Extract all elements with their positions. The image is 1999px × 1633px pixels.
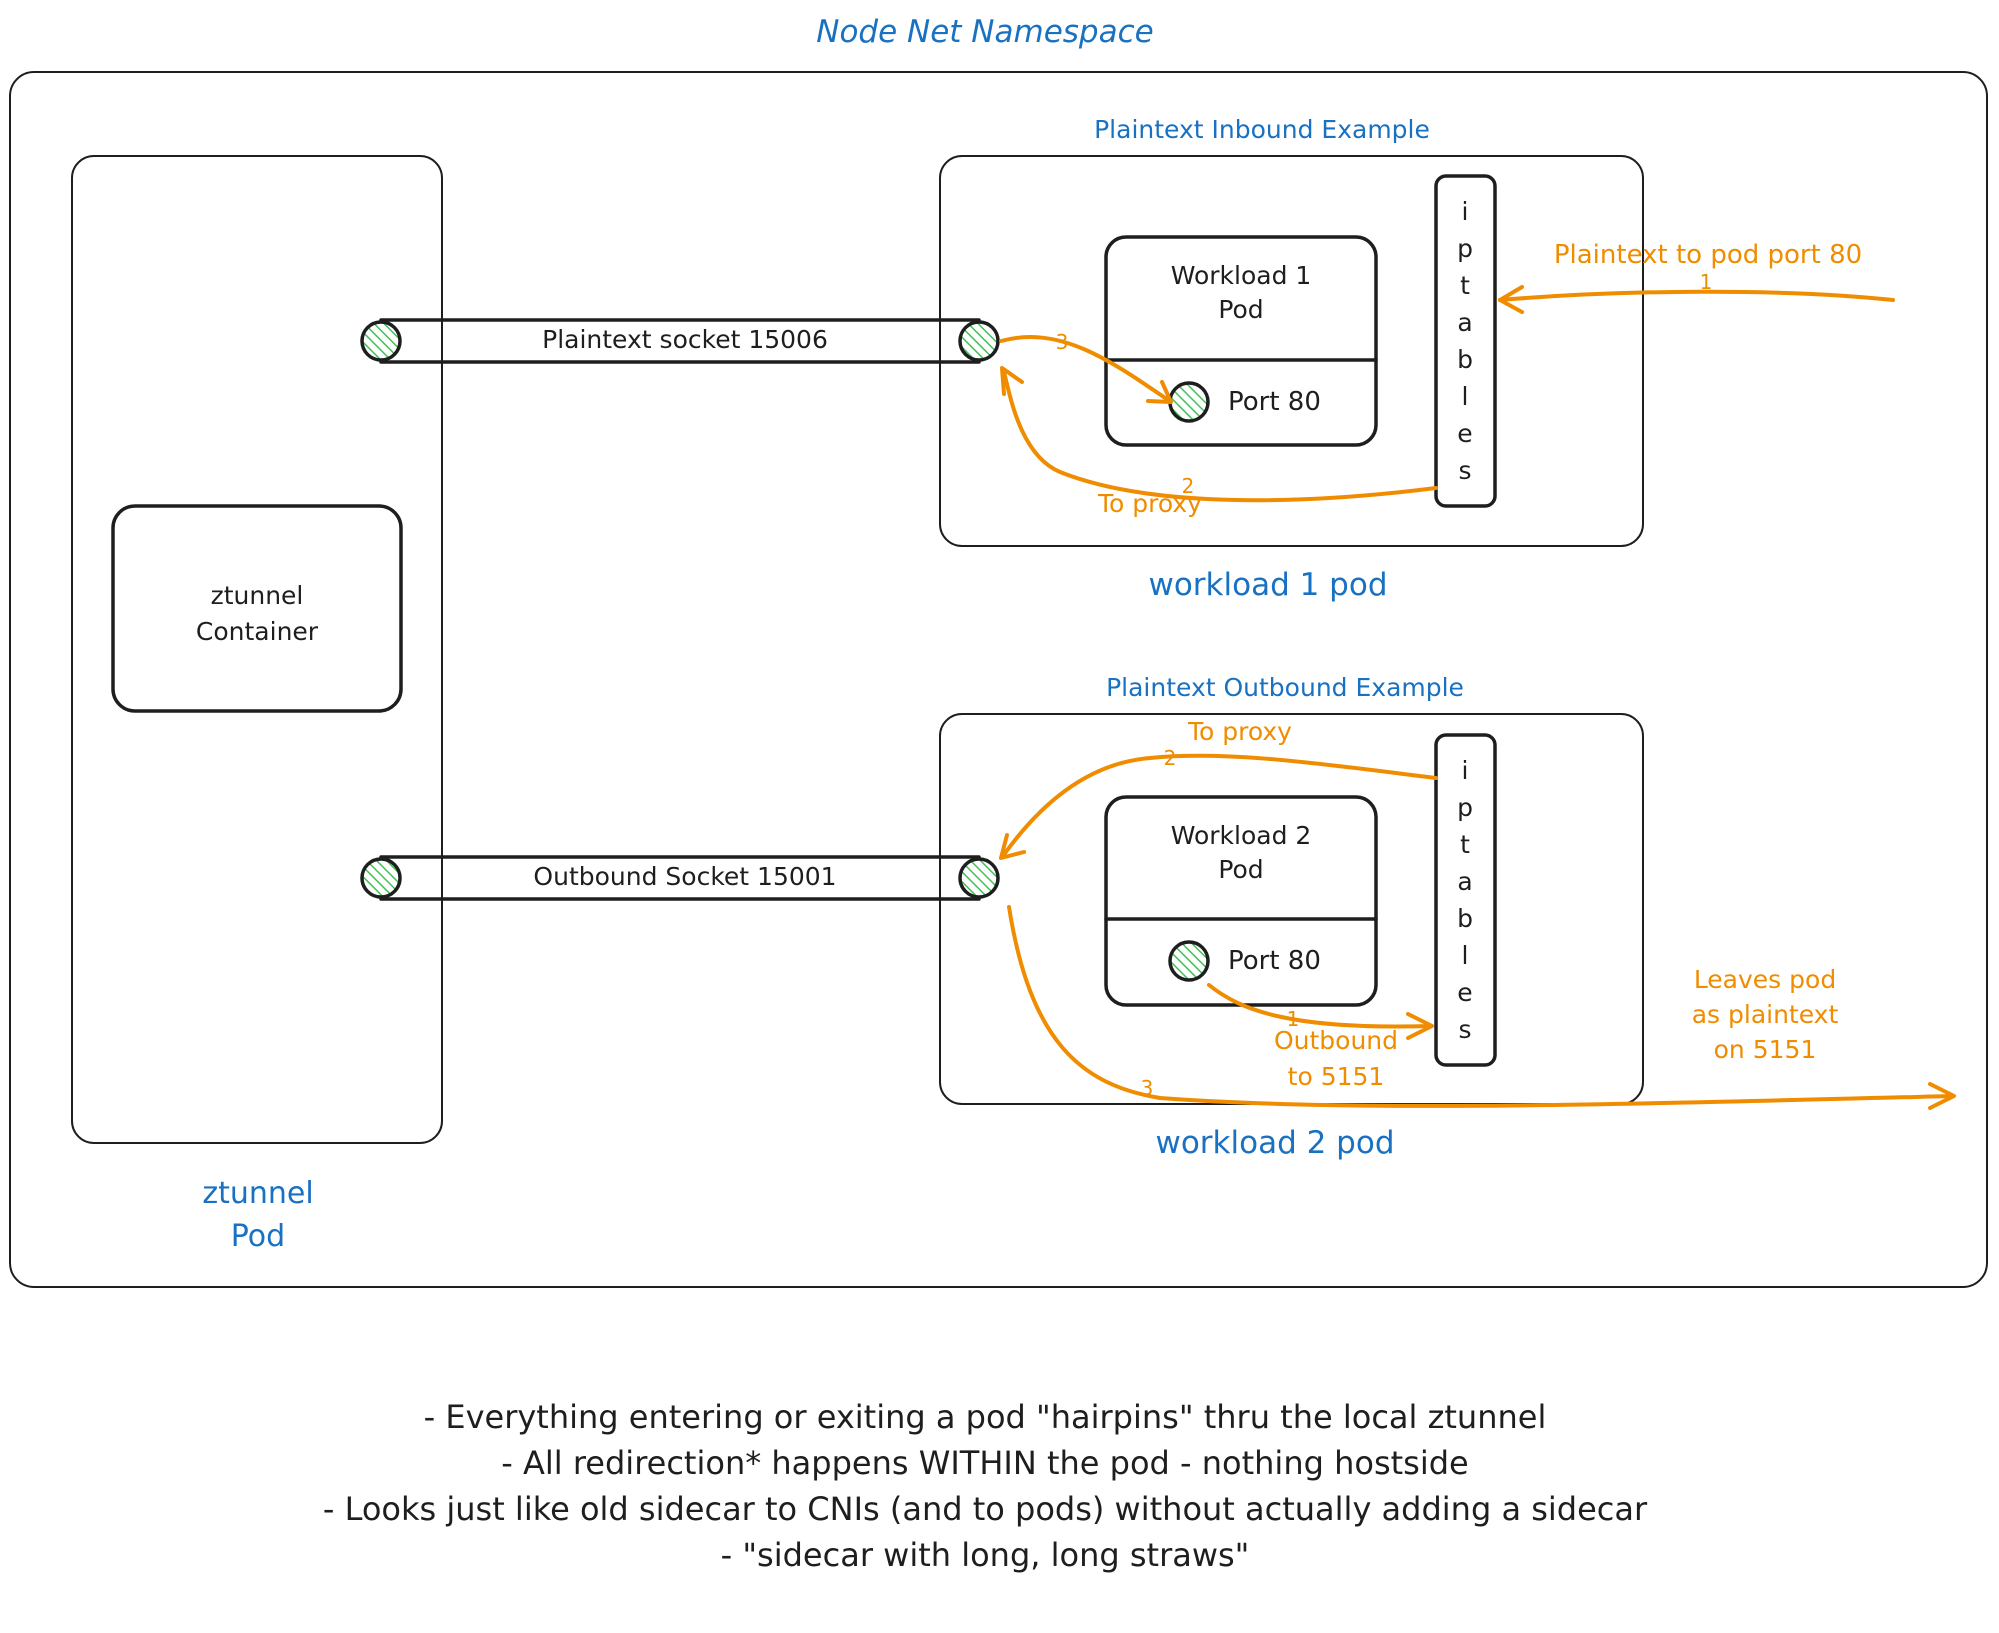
workload-1-port-icon (1168, 381, 1210, 423)
ztunnel-container-label-line2: Container (196, 617, 319, 646)
iptables-letter: a (1457, 308, 1472, 337)
outbound-arrow-2-step: 2 (1164, 746, 1177, 770)
workload-2-label-line1: Workload 2 (1171, 821, 1312, 850)
inbound-arrow-3-head (1146, 380, 1173, 404)
iptables-letter: l (1462, 941, 1469, 970)
outbound-arrow-1-head (1406, 1012, 1434, 1040)
outbound-arrow-1 (1207, 983, 1432, 1029)
iptables-letter: i (1462, 756, 1469, 785)
iptables-1-box (1434, 174, 1497, 508)
inbound-arrow-2-label: To proxy (1097, 489, 1202, 518)
ztunnel-container-box (111, 504, 403, 713)
outbound-example-title: Plaintext Outbound Example (1106, 673, 1464, 702)
socket-endpoint-left (360, 320, 402, 362)
iptables-letter: b (1457, 904, 1473, 933)
outbound-socket-straw: Outbound Socket 15001 (360, 855, 1000, 901)
socket-endpoint-left (360, 857, 402, 899)
leaves-pod-label-line3: on 5151 (1714, 1035, 1817, 1064)
plaintext-socket-label: Plaintext socket 15006 (542, 325, 828, 354)
outbound-arrow-1-step: 1 (1287, 1007, 1300, 1031)
workload-2-pod-label: workload 2 pod (1155, 1125, 1394, 1161)
iptables-letter: s (1458, 456, 1471, 485)
inbound-arrow-1-label: Plaintext to pod port 80 (1554, 240, 1862, 270)
iptables-letter: e (1457, 419, 1472, 448)
outbound-arrow-2-label: To proxy (1187, 717, 1292, 746)
iptables-letter: e (1457, 978, 1472, 1007)
socket-endpoint-right (958, 320, 1000, 362)
inbound-arrow-1 (1498, 289, 1895, 302)
inbound-arrow-3-step: 3 (1056, 330, 1069, 354)
ztunnel-pod-label-line1: ztunnel (202, 1176, 313, 1211)
diagram-title: Node Net Namespace (816, 14, 1153, 50)
outbound-arrow-2 (1001, 753, 1438, 858)
outbound-arrow-3-step: 3 (1141, 1076, 1154, 1100)
ztunnel-container-label-line1: ztunnel (211, 581, 304, 610)
note-line-2: - All redirection* happens WITHIN the po… (501, 1444, 1468, 1482)
inbound-arrow-1-step: 1 (1700, 270, 1713, 294)
note-line-4: - "sidecar with long, long straws" (721, 1536, 1250, 1574)
inbound-arrow-2-head (1000, 366, 1024, 396)
ztunnel-pod-box (71, 155, 443, 1144)
inbound-arrow-1-head (1498, 285, 1524, 314)
iptables-letter: b (1457, 345, 1473, 374)
note-line-3: - Looks just like old sidecar to CNIs (a… (323, 1490, 1648, 1528)
leaves-pod-label-line1: Leaves pod (1694, 965, 1836, 994)
node-net-namespace-frame (9, 71, 1988, 1288)
socket-endpoint-right (958, 857, 1000, 899)
iptables-2-box (1434, 733, 1497, 1067)
iptables-letter: i (1462, 197, 1469, 226)
iptables-letter: t (1460, 271, 1470, 300)
inbound-arrow-2 (1002, 370, 1438, 503)
iptables-letter: p (1457, 793, 1473, 822)
outbound-socket-label: Outbound Socket 15001 (533, 862, 836, 891)
workload-1-label-line2: Pod (1218, 295, 1263, 324)
plaintext-socket-straw: Plaintext socket 15006 (360, 318, 1000, 364)
inbound-example-title: Plaintext Inbound Example (1094, 115, 1430, 144)
outbound-arrow-3 (1007, 905, 1954, 1108)
iptables-letter: a (1457, 867, 1472, 896)
workload-1-pod-label: workload 1 pod (1148, 567, 1387, 603)
note-line-1: - Everything entering or exiting a pod "… (424, 1398, 1547, 1436)
iptables-letter: t (1460, 830, 1470, 859)
inbound-arrow-3 (999, 335, 1173, 404)
outbound-arrow-1-label-line2: to 5151 (1288, 1062, 1385, 1091)
workload-1-label-line1: Workload 1 (1171, 261, 1312, 290)
outbound-arrow-2-head (999, 833, 1026, 860)
leaves-pod-label-line2: as plaintext (1692, 1000, 1839, 1029)
outbound-arrow-3-head (1928, 1082, 1956, 1110)
outbound-arrow-1-label-line1: Outbound (1274, 1026, 1398, 1055)
workload-1-port-label: Port 80 (1228, 387, 1321, 417)
workload-1-box (1104, 235, 1378, 447)
inbound-arrow-2-step: 2 (1182, 474, 1195, 498)
iptables-letter: s (1458, 1015, 1471, 1044)
ztunnel-pod-label-line2: Pod (231, 1219, 285, 1254)
workload-1-pod-box (939, 155, 1644, 547)
workload-2-port-icon (1168, 940, 1210, 982)
iptables-letter: l (1462, 382, 1469, 411)
iptables-letter: p (1457, 234, 1473, 263)
workload-2-port-label: Port 80 (1228, 946, 1321, 976)
workload-2-label-line2: Pod (1218, 855, 1263, 884)
